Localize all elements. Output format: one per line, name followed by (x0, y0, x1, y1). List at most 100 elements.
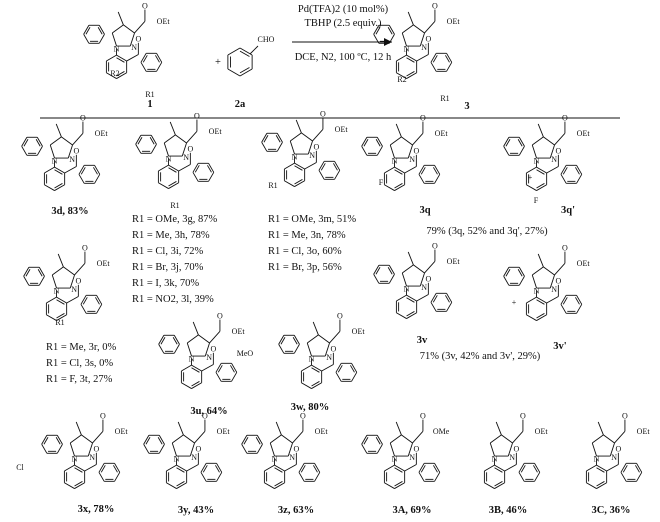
oxygen-label: O (82, 243, 88, 252)
product-3A-label: 3A, 69% (392, 505, 432, 516)
ring-bond (129, 32, 135, 47)
ring-bond (181, 364, 192, 372)
aromatic-bond (394, 183, 403, 189)
aromatic-bond (536, 313, 545, 319)
aromatic-bond (406, 297, 415, 303)
ring-bond (54, 166, 65, 174)
ring-bond (231, 372, 238, 382)
ring-bond (418, 463, 425, 473)
ester-bond (92, 430, 104, 444)
aromatic-bond (420, 465, 426, 473)
ring-bond (87, 442, 93, 457)
ring-bond (191, 382, 202, 389)
ring-bond (560, 295, 567, 305)
ring-bond (560, 165, 567, 175)
ring-bond (181, 142, 187, 157)
aromatic-bond (176, 467, 185, 473)
oxygen-label: O (622, 411, 628, 420)
oxygen-label: O (300, 411, 306, 420)
benzoyl-bond (126, 54, 139, 62)
oxygen-label: O (293, 445, 299, 454)
ring-bond (80, 295, 87, 305)
aromatic-bond (375, 437, 381, 445)
methyl-bond (295, 119, 302, 134)
ring-bond (335, 372, 342, 382)
ring-bond (334, 161, 341, 171)
ester-bond (424, 20, 436, 34)
ring-bond (318, 170, 325, 180)
methyl-bond (407, 11, 414, 26)
ring-bond (351, 363, 358, 373)
ring-bond (503, 137, 510, 147)
aromatic-bond (433, 465, 438, 473)
methyl-bond (192, 321, 199, 336)
ring-bond (74, 482, 85, 489)
ring-bond (294, 180, 305, 187)
aromatic-bond (445, 55, 450, 63)
cho-label: CHO (258, 35, 275, 44)
benzoyl-bond (546, 296, 559, 304)
r1-label: R1 (268, 181, 277, 190)
ester-bond (186, 130, 198, 144)
ring-bond (361, 137, 368, 147)
ring-bond (334, 170, 341, 180)
ring-bond (298, 472, 305, 482)
aromatic-bond (149, 137, 155, 145)
r1-label: R1 (170, 201, 179, 210)
ring-bond (284, 180, 295, 187)
ring-bond (192, 163, 199, 173)
reagent-1-label: 1 (147, 99, 153, 110)
ring-bond (388, 265, 395, 275)
ring-bond (269, 442, 275, 457)
ring-bond (227, 47, 241, 56)
ester-bond (194, 430, 206, 444)
aromatic-bond (311, 381, 320, 387)
ring-bond (549, 274, 555, 289)
ester-bond (329, 330, 341, 344)
methyl-bond (395, 123, 402, 138)
aromatic-bond (536, 169, 545, 175)
aromatic-bond (191, 381, 200, 387)
aromatic-bond (85, 27, 91, 35)
aromatic-bond (239, 50, 250, 57)
ester-bond (134, 20, 146, 34)
aromatic-bond (100, 465, 106, 473)
ring-bond (494, 464, 505, 472)
ring-bond (376, 146, 383, 156)
aromatic-bond (445, 295, 450, 303)
ring-bond (278, 335, 285, 345)
ring-bond (168, 182, 179, 189)
ring-bond (156, 62, 163, 72)
aromatic-bond (406, 57, 415, 63)
ring-bond (484, 464, 495, 472)
ring-bond (187, 334, 199, 344)
ring-bond (534, 463, 541, 473)
series-item: R1 = OMe, 3m, 51% (268, 214, 357, 225)
ring-bond (56, 296, 67, 304)
ring-bond (396, 54, 407, 62)
oxygen-label: O (615, 445, 621, 454)
aromatic-bond (157, 437, 163, 445)
aromatic-bond (23, 139, 29, 147)
ring-bond (176, 464, 187, 472)
ring-bond (434, 165, 441, 175)
aromatic-bond (292, 337, 298, 345)
aromatic-bond (95, 297, 100, 305)
ester-bond (554, 132, 566, 146)
ring-bond (64, 464, 75, 472)
ring-bond (526, 314, 537, 321)
methyl-bond (537, 123, 544, 138)
ring-bond (173, 335, 180, 345)
oxygen-label: O (80, 113, 86, 122)
ring-bond (98, 34, 105, 44)
ring-bond (609, 442, 615, 457)
ring-bond (430, 62, 437, 72)
ester-bond (412, 132, 424, 146)
ring-bond (158, 344, 165, 354)
ring-bond (413, 24, 425, 34)
ring-bond (298, 463, 305, 473)
aromatic-bond (394, 467, 403, 473)
nitrogen-label: N (191, 453, 197, 462)
oxygen-label: O (202, 411, 208, 420)
ring-bond (168, 164, 179, 172)
